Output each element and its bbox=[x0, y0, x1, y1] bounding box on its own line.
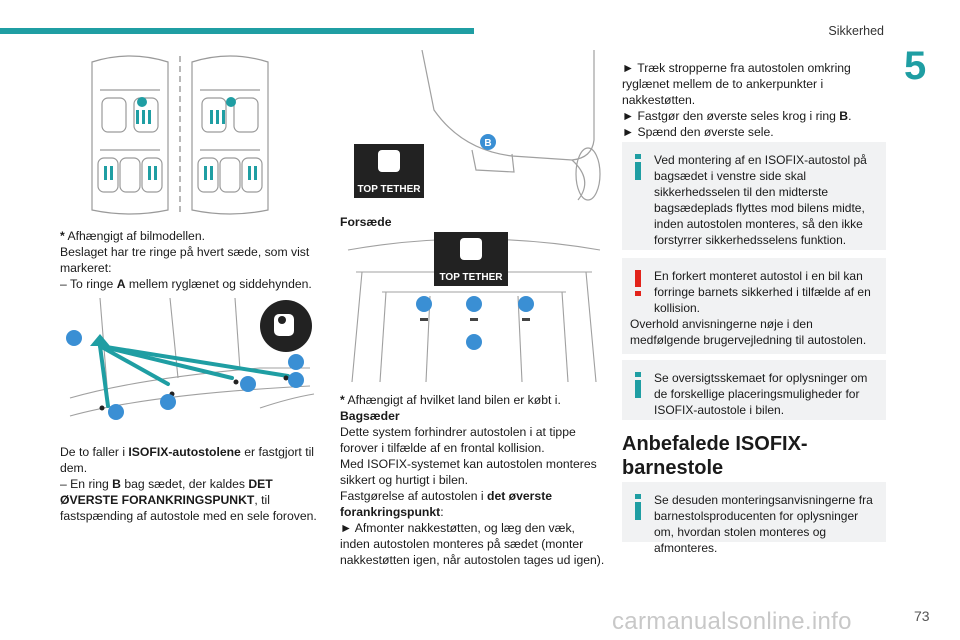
top-anchor-bold: det øverste forankringspunkt bbox=[340, 489, 553, 519]
column-1-bottom: De to faller i ISOFIX-autostolene er fas… bbox=[60, 444, 318, 524]
figure-rear-seats: TOP TETHER bbox=[342, 232, 606, 384]
rear-p2: Med ISOFIX-systemet kan autostolen monte… bbox=[340, 457, 597, 487]
anchor-arrows-left bbox=[104, 97, 157, 180]
ring-b-marker-front: B bbox=[480, 134, 496, 150]
info-note-seatbelt-text: Ved montering af en ISOFIX-autostol på b… bbox=[654, 153, 867, 247]
rear-seats-subheading: Bagsæder bbox=[340, 409, 400, 423]
item-a-ring: A bbox=[116, 277, 126, 291]
figure-front-seat: TOP TETHER B bbox=[342, 50, 606, 206]
anchor-arrows-right bbox=[204, 97, 257, 180]
warning-text-1: En forkert monteret autostol i en bil ka… bbox=[654, 269, 871, 315]
info-note-overview-text: Se oversigtsskemaet for oplysninger om d… bbox=[654, 371, 868, 417]
isofix-text-pre: De to faller i bbox=[60, 445, 129, 459]
item-b-post: , til fastspænding af autostole med en s… bbox=[60, 493, 317, 523]
item-b-prefix: – En ring bbox=[60, 477, 113, 491]
info-icon bbox=[635, 154, 641, 180]
ring-b-label-front: B bbox=[484, 138, 491, 149]
column-1-top: * Afhængigt af bilmodellen. Beslaget har… bbox=[60, 228, 316, 292]
ring-b-markers-rear bbox=[416, 296, 534, 350]
figure-seat-layouts bbox=[80, 50, 280, 220]
top-tether-label-2: TOP TETHER bbox=[440, 272, 504, 283]
car-outline-left bbox=[91, 55, 169, 215]
isofix-symbol-circle bbox=[260, 300, 312, 352]
item-b-ring: B bbox=[112, 477, 121, 491]
figure-isofix-anchors bbox=[60, 298, 318, 438]
top-anchor-term: DET ØVERSTE FORANKRINGSPUNKT bbox=[60, 477, 273, 507]
info-note-manufacturer: Se desuden monteringsanvisningerne fra b… bbox=[622, 482, 886, 555]
isofix-text-post: er fastgjort til dem. bbox=[60, 445, 314, 475]
warning-text-2: Overhold anvisningerne nøje i den medføl… bbox=[630, 317, 867, 347]
section-heading: Anbefalede ISOFIX-barnestole bbox=[622, 433, 808, 479]
step-tighten: ► Spænd den øverste sele. bbox=[622, 125, 774, 139]
rings-intro: Beslaget har tre ringe på hvert sæde, so… bbox=[60, 245, 310, 275]
step-hook-ring: B bbox=[839, 109, 849, 123]
step-hook-post: . bbox=[848, 109, 852, 123]
car-outline-right bbox=[191, 55, 269, 215]
caption-front-seat-text: Forsæde bbox=[340, 215, 392, 229]
step-hook-pre: ► Fastgør den øverste seles krog i ring bbox=[622, 109, 840, 123]
info-note-seatbelt: Ved montering af en ISOFIX-autostol på b… bbox=[622, 142, 886, 250]
rear-p3-pre: Fastgørelse af autostolen i bbox=[340, 489, 487, 503]
rear-step-1: ► Afmonter nakkestøtten, og læg den væk,… bbox=[340, 521, 605, 567]
column-2-text: * Afhængigt af hvilket land bilen er køb… bbox=[340, 392, 606, 568]
top-tether-badge-1: TOP TETHER bbox=[354, 144, 424, 198]
ring-a-markers bbox=[66, 330, 304, 420]
item-b-mid: bag sædet, der kaldes bbox=[120, 477, 249, 491]
header-accent-bar bbox=[0, 28, 474, 34]
isofix-term: ISOFIX-autostolene bbox=[128, 445, 241, 459]
footnote-text: Afhængigt af bilmodellen. bbox=[64, 229, 205, 243]
watermark: carmanualsonline.info bbox=[612, 608, 852, 635]
chapter-number: 5 bbox=[904, 44, 927, 88]
caption-front-seat: Forsæde bbox=[340, 214, 540, 230]
info-note-overview: Se oversigtsskemaet for oplysninger om d… bbox=[622, 360, 886, 420]
rear-p3-post: : bbox=[440, 505, 444, 519]
warning-icon bbox=[635, 270, 641, 296]
footnote-text-2: Afhængigt af hvilket land bilen er købt … bbox=[344, 393, 561, 407]
info-icon bbox=[635, 372, 641, 398]
footnote-star-2: * bbox=[340, 393, 345, 407]
column-3-steps: ► Træk stropperne fra autostolen omkring… bbox=[622, 60, 884, 140]
info-note-manufacturer-text: Se desuden monteringsanvisningerne fra b… bbox=[654, 493, 873, 555]
rear-p1: Dette system forhindrer autostolen i at … bbox=[340, 425, 576, 455]
warning-note: En forkert monteret autostol i en bil ka… bbox=[622, 258, 886, 354]
item-a-prefix: – To ringe bbox=[60, 277, 117, 291]
item-a-text: mellem ryglænet og siddehynden. bbox=[125, 277, 312, 291]
top-tether-label-1: TOP TETHER bbox=[358, 184, 422, 195]
info-icon bbox=[635, 494, 641, 520]
page-number: 73 bbox=[914, 608, 930, 624]
section-title: Sikkerhed bbox=[828, 24, 884, 38]
step-pull-straps: ► Træk stropperne fra autostolen omkring… bbox=[622, 61, 851, 107]
top-tether-badge-2: TOP TETHER bbox=[434, 232, 508, 286]
footnote-star: * bbox=[60, 229, 65, 243]
